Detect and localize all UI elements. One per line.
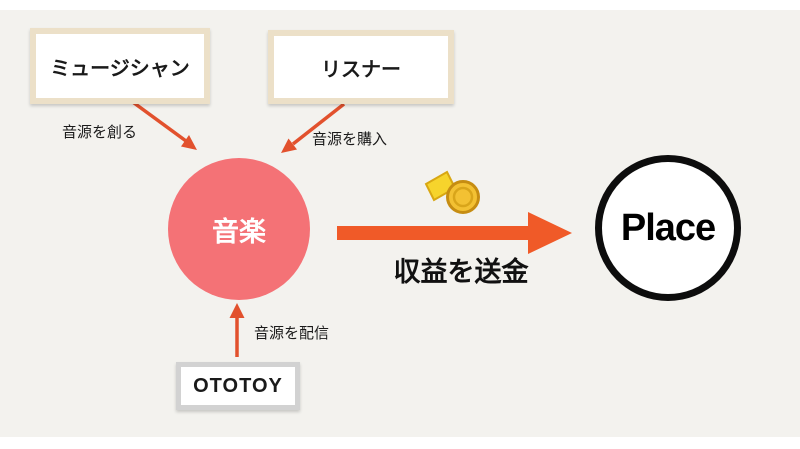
node-musician-label: ミュージシャン xyxy=(50,57,190,80)
top-margin-strip xyxy=(0,0,800,10)
bottom-margin-strip xyxy=(0,437,800,449)
node-place: Place xyxy=(595,155,741,301)
remit-edge-label: 収益を送金 xyxy=(393,257,529,287)
node-listener: リスナー xyxy=(268,30,454,104)
distribute-edge-label: 音源を配信 xyxy=(254,325,330,342)
purchase-edge-label: 音源を購入 xyxy=(312,131,388,148)
node-music-label: 音楽 xyxy=(212,216,266,247)
node-ototoy: OTOTOY xyxy=(176,362,300,410)
create-edge-label: 音源を創る xyxy=(62,124,138,141)
node-place-label: Place xyxy=(620,206,716,249)
node-musician: ミュージシャン xyxy=(30,28,210,104)
node-ototoy-label: OTOTOY xyxy=(193,374,283,397)
node-music: 音楽 xyxy=(168,158,310,300)
node-listener-label: リスナー xyxy=(321,58,401,81)
